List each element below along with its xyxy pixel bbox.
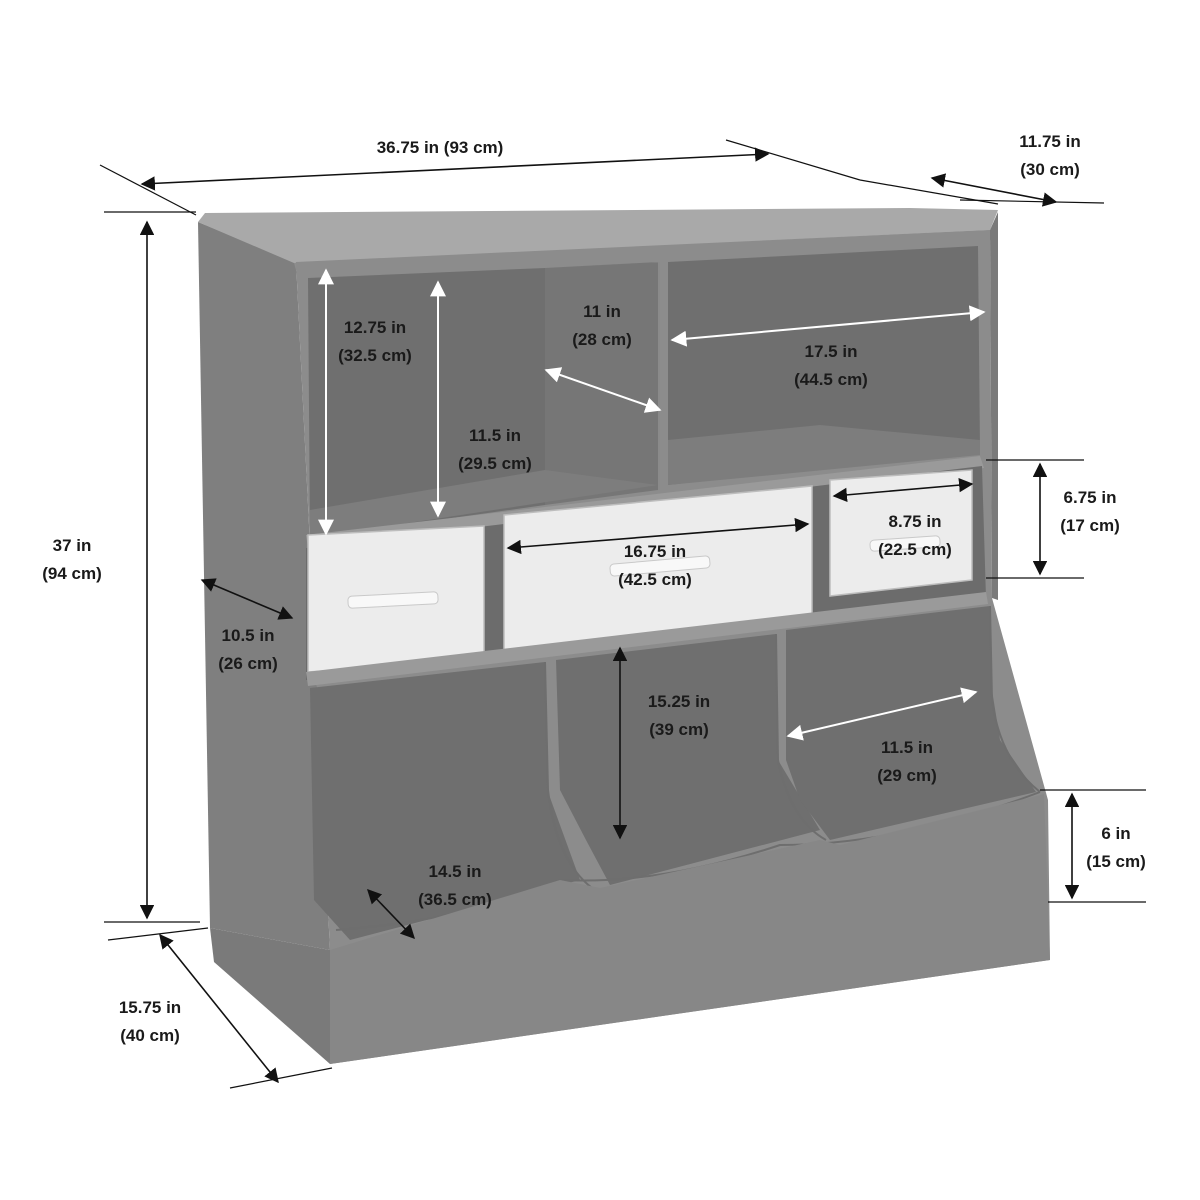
depth-top-label: 11.75 in (30 cm) <box>1019 132 1081 179</box>
middle-bin-width-label: 16.75 in (42.5 cm) <box>618 542 692 589</box>
bottom-front-board <box>330 794 1050 1064</box>
lower-front-height-label: 6 in (15 cm) <box>1086 824 1146 871</box>
dimension-lines <box>99 139 1146 1089</box>
left-bin-handle <box>347 591 439 609</box>
upper-right-width-label: 17.5 in (44.5 cm) <box>794 342 868 389</box>
upper-left-height-label: 12.75 in (32.5 cm) <box>338 318 412 365</box>
lower-cubby-width-label: 11.5 in (29 cm) <box>877 738 937 785</box>
overall-height-label: 37 in (94 cm) <box>42 536 102 583</box>
lower-cubby-height-label: 15.25 in (39 cm) <box>647 692 711 739</box>
bin-row-height-label: 6.75 in (17 cm) <box>1060 488 1120 535</box>
base-depth-label: 15.75 in (40 cm) <box>118 998 182 1045</box>
lower-cubby-diag-label: 14.5 in (36.5 cm) <box>418 862 492 909</box>
side-depth-label: 10.5 in (26 cm) <box>218 626 278 673</box>
right-bin-handle <box>869 535 941 552</box>
overall-width-label: 36.75 in (93 cm) <box>376 138 504 157</box>
top-surface <box>198 208 998 263</box>
lower-left-cubby <box>310 662 580 940</box>
middle-bin-handle <box>609 555 711 577</box>
right-bin-width-label: 8.75 in (22.5 cm) <box>878 512 952 559</box>
upper-left-depth-label: 11 in (28 cm) <box>572 302 632 349</box>
upper-left-inner-height-label: 11.5 in (29.5 cm) <box>458 426 532 473</box>
upper-left-cubby <box>308 268 545 538</box>
